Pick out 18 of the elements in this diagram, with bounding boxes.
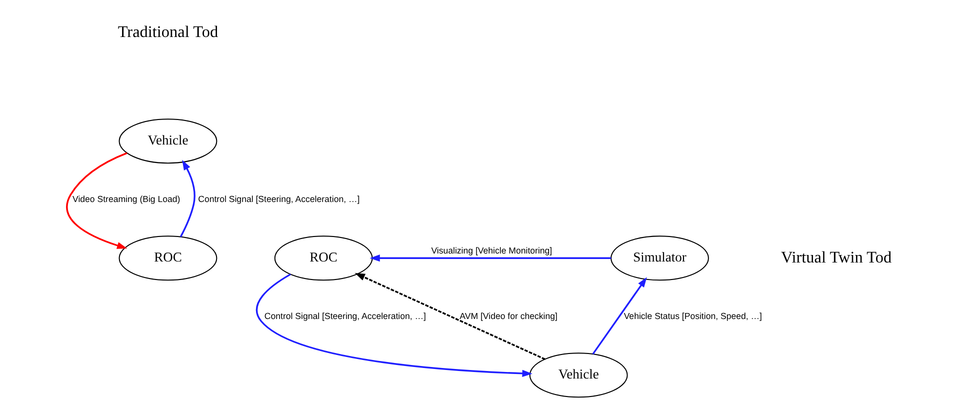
arrow — [592, 277, 647, 355]
node-ellipse: Vehicle — [529, 352, 628, 398]
edge-label: Visualizing [Vehicle Monitoring] — [431, 246, 552, 256]
node-ellipse: ROC — [118, 236, 218, 281]
node-ellipse: Simulator — [610, 236, 709, 281]
arrow — [180, 160, 196, 238]
edge-label: Video Streaming (Big Load) — [72, 194, 180, 204]
edge-label: AVM [Video for checking] — [460, 310, 558, 321]
edge-label: Control Signal [Steering, Acceleration, …] — [198, 194, 360, 204]
arrow — [354, 272, 546, 360]
arrow — [370, 254, 612, 262]
node-ellipse: Vehicle — [118, 118, 218, 164]
edge-label: Control Signal [Steering, Acceleration, …] — [264, 310, 426, 321]
label: Traditional Tod — [118, 23, 218, 42]
arrow — [256, 274, 532, 377]
arrow — [66, 152, 128, 249]
label: Virtual Twin Tod — [781, 248, 892, 266]
edge-label: Vehicle Status [Position, Speed, …] — [624, 310, 762, 321]
